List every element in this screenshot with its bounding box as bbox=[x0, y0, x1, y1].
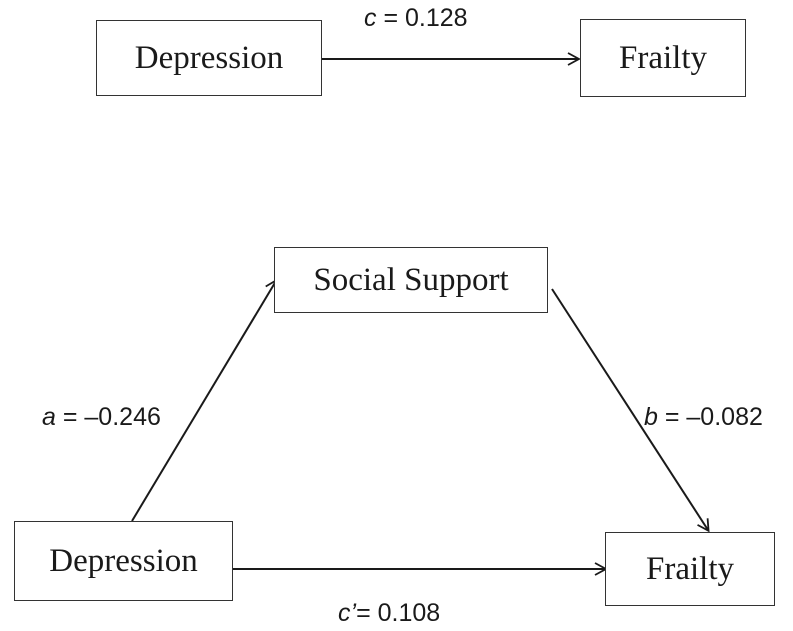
path-a-coefficient: a = –0.246 bbox=[42, 405, 161, 430]
mediator-social-support-label: Social Support bbox=[313, 261, 509, 298]
bottom-depression-label: Depression bbox=[49, 542, 198, 579]
mediator-social-support-box: Social Support bbox=[274, 247, 548, 313]
path-a-operator: = bbox=[55, 403, 85, 431]
path-c-operator: = bbox=[376, 4, 405, 32]
top-frailty-label: Frailty bbox=[619, 39, 707, 76]
path-a-symbol: a bbox=[42, 403, 56, 431]
path-b-symbol: b bbox=[644, 403, 658, 431]
bottom-depression-box: Depression bbox=[14, 521, 233, 601]
bottom-frailty-label: Frailty bbox=[646, 550, 734, 587]
arrow-path-b bbox=[551, 288, 710, 533]
top-depression-label: Depression bbox=[134, 39, 284, 76]
top-frailty-box: Frailty bbox=[580, 19, 746, 97]
path-c-coefficient: c = 0.128 bbox=[364, 6, 468, 31]
path-b-value: –0.082 bbox=[686, 403, 763, 431]
path-c-value: 0.128 bbox=[405, 4, 468, 32]
path-b-operator: = bbox=[657, 403, 687, 431]
path-b-coefficient: b = –0.082 bbox=[644, 405, 763, 430]
path-c-symbol: c bbox=[364, 4, 377, 32]
path-c-prime-symbol: c’ bbox=[338, 599, 357, 627]
path-c-prime-value: 0.108 bbox=[377, 599, 441, 627]
path-c-prime-operator: = bbox=[356, 599, 378, 627]
arrow-path-a bbox=[131, 278, 278, 522]
top-depression-box: Depression bbox=[96, 20, 322, 96]
path-c-prime-coefficient: c’= 0.108 bbox=[338, 601, 440, 626]
path-a-value: –0.246 bbox=[84, 403, 161, 431]
bottom-frailty-box: Frailty bbox=[605, 532, 775, 606]
